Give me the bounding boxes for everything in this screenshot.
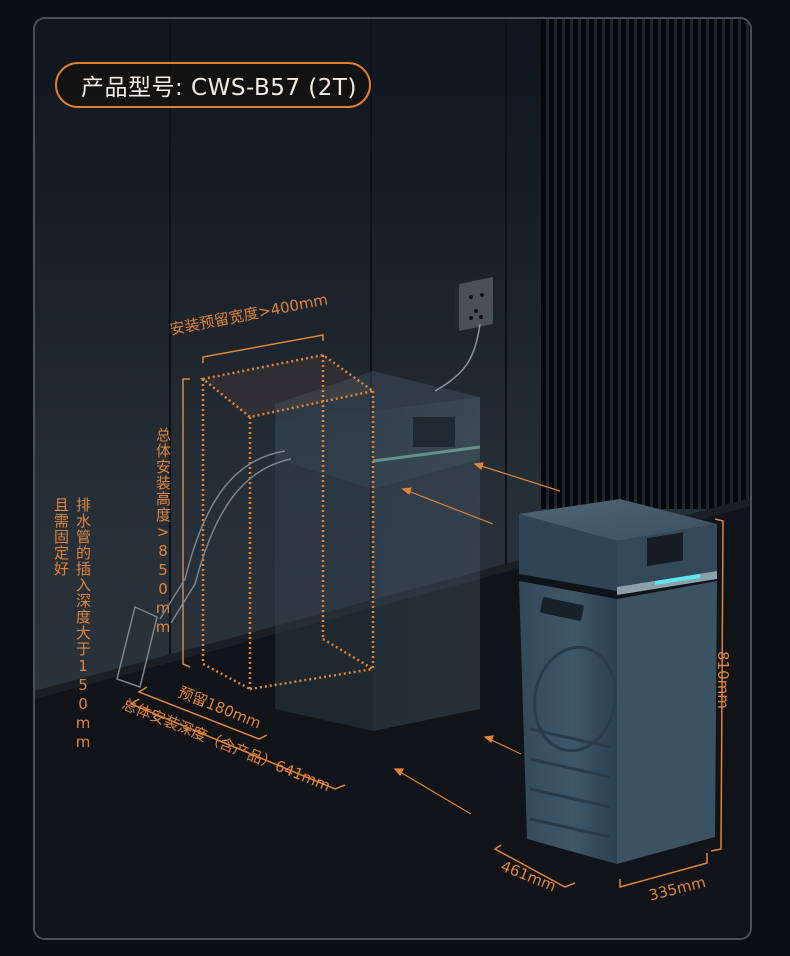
reserve-space-box [200, 353, 377, 691]
drain-fixing-note-label: 且需固定好 [52, 497, 70, 577]
drain-pipe-icon [116, 450, 292, 688]
model-number-badge: 产品型号: CWS-B57 (2T) [55, 62, 371, 108]
product-height-label: 810mm [714, 651, 732, 709]
power-cord [434, 323, 481, 392]
ghost-product [275, 371, 481, 731]
wall-seam [370, 19, 372, 699]
drain-note-label: 排水管的插入深度大于150mm [74, 497, 92, 752]
wall-slat-panel [541, 19, 750, 509]
diagram-frame: 产品型号: CWS-B57 (2T) 安装预留宽度>400mm 总体安装高度>8… [33, 17, 752, 940]
wall-seam [169, 19, 171, 699]
power-outlet-icon [455, 277, 493, 332]
scene-drawing [35, 277, 750, 938]
wall-seam [505, 19, 507, 699]
water-softener-product [519, 499, 717, 864]
model-number-label: 产品型号: CWS-B57 (2T) [81, 75, 357, 101]
dimension-lines [129, 334, 724, 888]
total-height-label: 总体安装高度>850mm [154, 427, 172, 637]
direction-arrow-icon [393, 462, 561, 815]
